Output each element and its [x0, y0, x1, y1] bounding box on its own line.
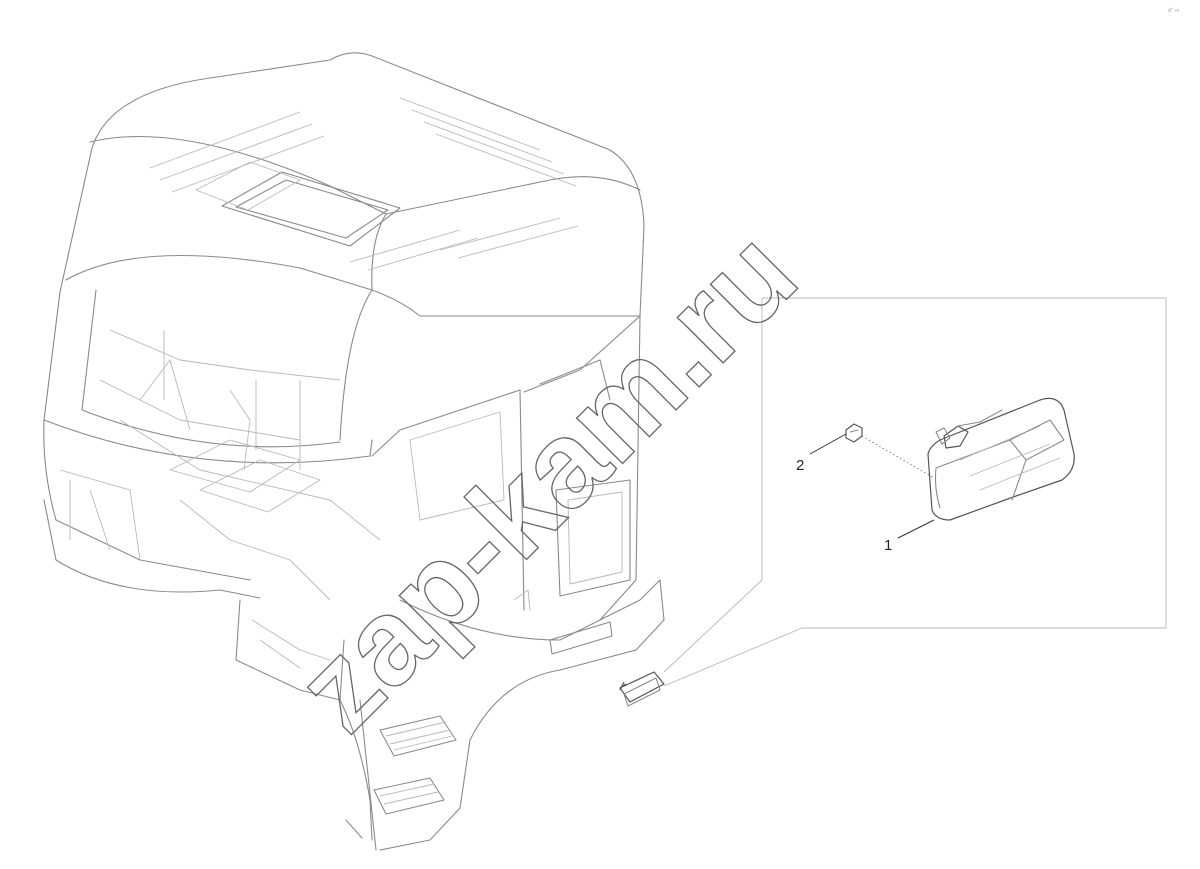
marker-lamp-part-1	[927, 397, 1075, 521]
callout-label-2: 2	[796, 457, 804, 474]
callout-2: 2	[796, 433, 847, 474]
side-marker-lamp-on-cab	[619, 671, 665, 707]
callout-label-1: 1	[884, 537, 892, 554]
detail-view-frame	[663, 297, 1167, 687]
callout-1: 1	[884, 519, 935, 554]
corner-mark: x° ∞	[1168, 8, 1179, 14]
assembly-axis-line	[861, 435, 935, 479]
truck-cab-drawing	[43, 52, 665, 851]
nut-part-2	[845, 423, 863, 443]
